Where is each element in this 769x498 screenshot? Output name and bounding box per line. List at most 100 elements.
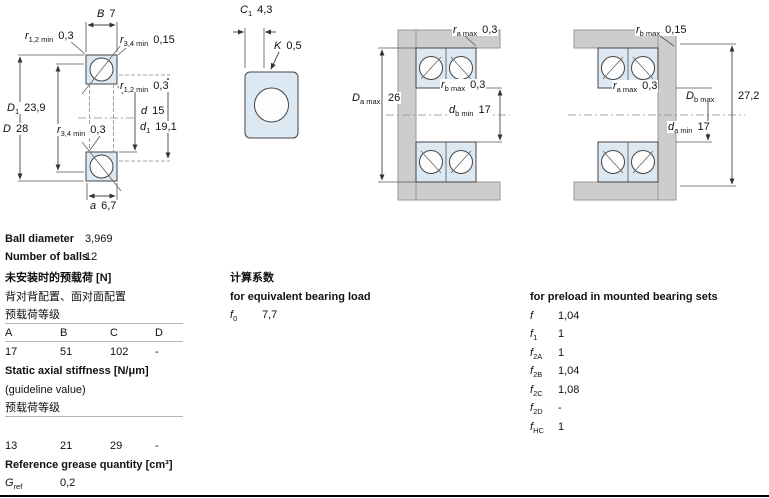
dim-sym: r xyxy=(25,30,29,42)
stiffness-val-D: - xyxy=(155,440,159,452)
dim-val: 0,3 xyxy=(470,79,486,91)
factor-f1-symbol: f1 xyxy=(530,328,537,341)
factor-sym: f xyxy=(530,365,534,377)
factor-f2D-value: - xyxy=(558,402,562,414)
preload-col-C: C xyxy=(110,327,118,339)
preload-col-D: D xyxy=(155,327,163,339)
preload-class-label: 预载荷等级 xyxy=(5,309,60,321)
dim-sym: D xyxy=(3,123,11,135)
grease-sym: G xyxy=(5,477,14,489)
ball-diameter-label: Ball diameter xyxy=(5,233,75,245)
factor-f2B-value: 1,04 xyxy=(558,365,580,377)
factor-sub: 0 xyxy=(233,314,238,324)
factor-f0-value: 7,7 xyxy=(262,309,278,321)
factor-f-value: 1,04 xyxy=(558,310,580,322)
dim-val: 0,3 xyxy=(642,80,658,92)
table-rule xyxy=(5,323,183,324)
dim-sub: a max xyxy=(359,97,381,107)
bearing-cross-section-svg xyxy=(17,22,171,200)
grease-value: 0,2 xyxy=(60,477,76,489)
dim-val: 17 xyxy=(478,104,491,116)
factor-fHC-value: 1 xyxy=(558,421,565,433)
dim-sub: 1 xyxy=(14,107,20,117)
preload-val-C: 102 xyxy=(110,346,129,358)
preload-val-D: - xyxy=(155,346,159,358)
preload-val-A: 17 xyxy=(5,346,18,358)
dim-ra-max: ra max 0,3 xyxy=(452,24,499,39)
factor-sub: 2C xyxy=(533,389,543,399)
dim-sym: B xyxy=(97,8,105,20)
dim-val: 19,1 xyxy=(155,121,177,133)
dim-val: 0,15 xyxy=(665,24,687,36)
dim-sym: r xyxy=(453,24,457,36)
table-rule xyxy=(5,416,183,417)
dim-val: 23,9 xyxy=(24,102,46,114)
cage-section-svg xyxy=(233,28,299,139)
calc-factors-title: 计算系数 xyxy=(230,272,274,284)
dim-sub: 1,2 min xyxy=(123,85,149,95)
preload-section-title: 未安装时的预载荷 [N] xyxy=(5,272,112,284)
dim-sym: C xyxy=(240,4,248,16)
abutment-db-svg xyxy=(568,29,745,201)
number-of-balls-label: Number of balls xyxy=(5,251,89,263)
dim-sub: 3,4 min xyxy=(60,129,86,139)
dim-sym: r xyxy=(613,80,617,92)
dim-val: 0,3 xyxy=(90,124,106,136)
preload-section-subtitle: 背对背配置、面对面配置 xyxy=(5,291,126,303)
dim-sym: d xyxy=(141,105,148,117)
factor-sym: f xyxy=(530,328,534,340)
dim-sub: b max xyxy=(693,95,715,105)
dim-sym: D xyxy=(7,102,15,114)
factor-fHC-symbol: fHC xyxy=(530,421,544,434)
dim-sym: r xyxy=(441,79,445,91)
dim-sub: 1,2 min xyxy=(28,35,54,45)
dim-sub: 1 xyxy=(247,9,253,19)
bearing-pair xyxy=(597,47,659,183)
ball xyxy=(254,87,289,123)
factor-sym: f xyxy=(530,384,534,396)
dim-val: 7 xyxy=(109,8,116,20)
preload-sets-title: for preload in mounted bearing sets xyxy=(530,291,718,303)
dim-D: D 28 xyxy=(2,123,30,135)
table-rule xyxy=(5,341,183,342)
factor-f1-value: 1 xyxy=(558,328,565,340)
grease-section-title: Reference grease quantity [cm³] xyxy=(5,459,173,471)
preload-col-A: A xyxy=(5,327,13,339)
factor-f2B-symbol: f2B xyxy=(530,365,542,378)
dim-sym: r xyxy=(636,24,640,36)
equivalent-load-title: for equivalent bearing load xyxy=(230,291,371,303)
factor-sym: f xyxy=(530,421,534,433)
extension-lines xyxy=(244,28,265,68)
ball-diameter-value: 3,969 xyxy=(85,233,113,245)
dim-sub: b max xyxy=(639,29,661,39)
dim-val: 0,3 xyxy=(482,24,498,36)
dim-sym: D xyxy=(352,92,360,104)
dim-val: 17 xyxy=(697,121,710,133)
dim-Db-max-value: 27,2 xyxy=(737,90,761,102)
dim-val: 28 xyxy=(15,123,29,135)
factor-sub: 1 xyxy=(533,333,538,343)
dim-sym: K xyxy=(274,40,282,52)
factor-f0-symbol: f0 xyxy=(230,309,237,322)
number-of-balls-value: 12 xyxy=(85,251,98,263)
factor-sym: f xyxy=(530,310,534,322)
dim-sub: a max xyxy=(456,29,478,39)
contact-angle-line-bottom xyxy=(81,141,122,192)
dim-val: 0,15 xyxy=(153,34,175,46)
grease-symbol: Gref xyxy=(5,477,22,490)
dim-sym: d xyxy=(449,104,456,116)
grease-sub: ref xyxy=(13,482,23,492)
